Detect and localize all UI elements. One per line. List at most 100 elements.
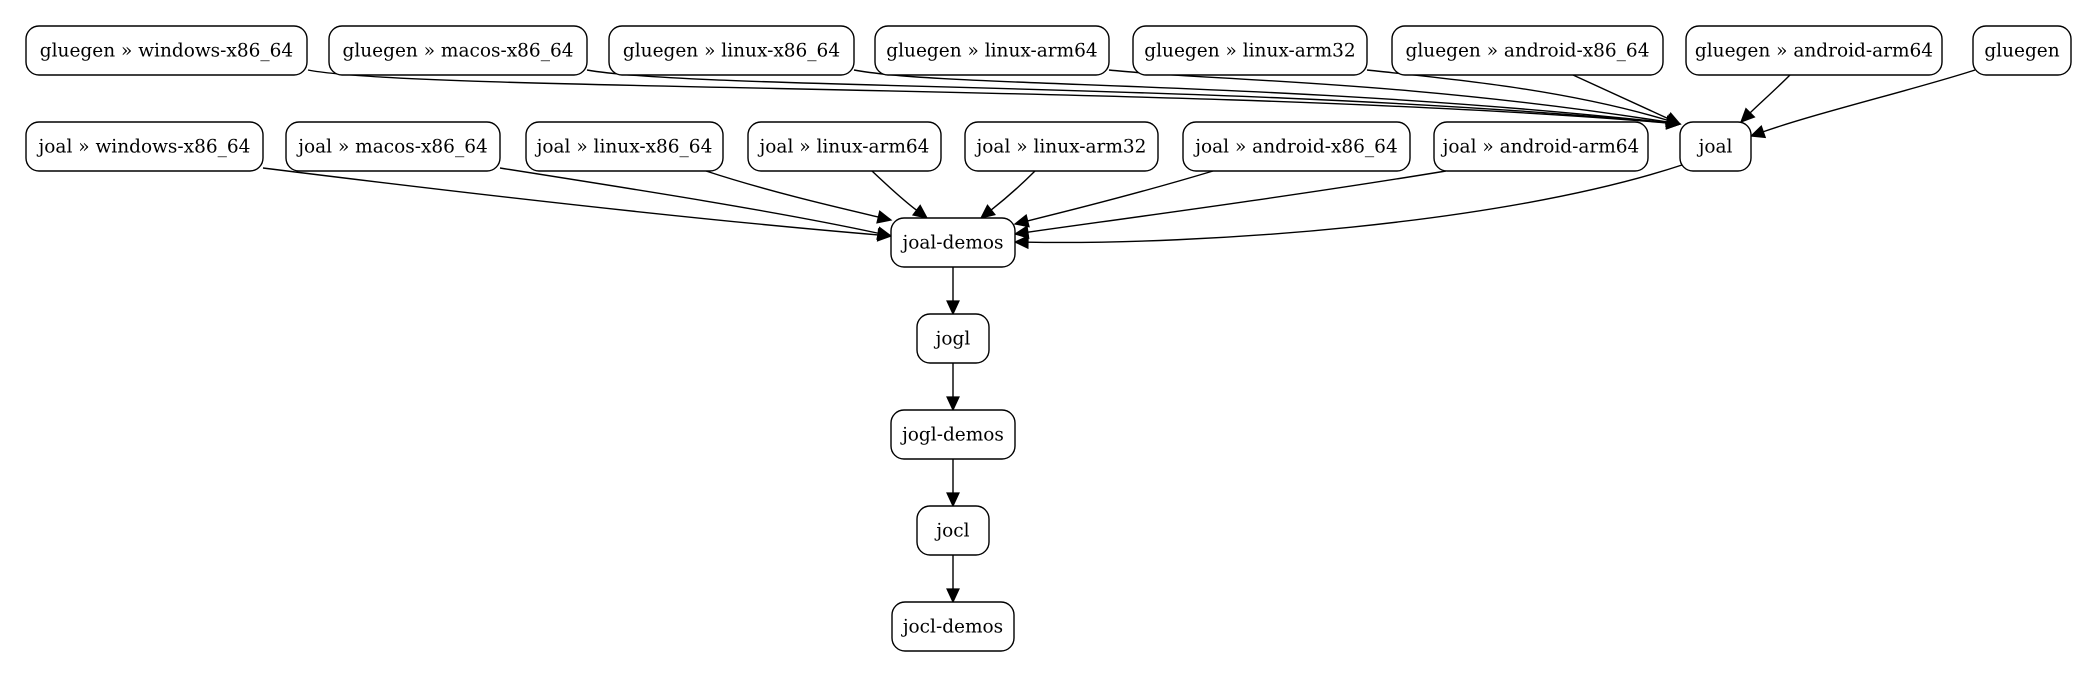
- edge-g_win-to-joal: [307, 69, 1682, 130]
- edge-line: [1749, 74, 1791, 114]
- edge-j_mac-to-joal_demos: [499, 167, 893, 240]
- node-box[interactable]: [891, 601, 1015, 652]
- node-box[interactable]: [1182, 121, 1411, 172]
- node-jogl-demos[interactable]: jogl-demos: [890, 409, 1016, 460]
- edge-line: [1027, 164, 1683, 244]
- edge-j_ax64-to-joal_demos: [1013, 170, 1214, 228]
- arrow-head-icon: [1013, 235, 1029, 250]
- node-box[interactable]: [1433, 121, 1649, 172]
- node-g-aa64[interactable]: gluegen » android-arm64: [1685, 25, 1943, 76]
- edge-j_la64-to-joal_demos: [871, 170, 929, 219]
- nodes-layer: gluegen » windows-x86_64 gluegen » macos-…: [25, 25, 2072, 652]
- arrow-head-icon: [1664, 112, 1682, 125]
- edge-line: [1572, 74, 1669, 120]
- node-box[interactable]: [890, 217, 1016, 268]
- node-label: joal: [1697, 137, 1733, 158]
- arrow-head-icon: [1013, 225, 1030, 239]
- edge-line: [990, 170, 1036, 211]
- node-box[interactable]: [1972, 25, 2072, 76]
- node-j-lx64[interactable]: joal » linux-x86_64: [525, 121, 724, 172]
- node-label: gluegen: [1984, 41, 2059, 62]
- node-label: joal » android-arm64: [1441, 137, 1640, 158]
- edge-g_ax64-to-joal: [1572, 74, 1682, 125]
- arrow-head-icon: [946, 492, 960, 508]
- node-box[interactable]: [747, 121, 942, 172]
- node-label: joal » windows-x86_64: [37, 137, 251, 158]
- node-label: joal » android-x86_64: [1193, 137, 1397, 158]
- node-g-win[interactable]: gluegen » windows-x86_64: [25, 25, 308, 76]
- node-box[interactable]: [964, 121, 1159, 172]
- edge-j_lx64-to-joal_demos: [705, 170, 893, 224]
- arrow-head-icon: [946, 588, 960, 604]
- edge-jogl_demos-to-jocl: [946, 458, 960, 508]
- node-label: gluegen » linux-x86_64: [623, 41, 840, 62]
- node-j-ax64[interactable]: joal » android-x86_64: [1182, 121, 1411, 172]
- node-box[interactable]: [874, 25, 1110, 76]
- node-box[interactable]: [328, 25, 588, 76]
- edge-jocl-to-jocl_demos: [946, 554, 960, 604]
- node-j-win[interactable]: joal » windows-x86_64: [25, 121, 264, 172]
- node-label: gluegen » android-x86_64: [1406, 41, 1650, 62]
- node-label: jocl: [934, 521, 969, 542]
- node-g-la64[interactable]: gluegen » linux-arm64: [874, 25, 1110, 76]
- edge-line: [586, 69, 1668, 124]
- edge-line: [307, 69, 1668, 124]
- node-j-la32[interactable]: joal » linux-arm32: [964, 121, 1159, 172]
- node-j-la64[interactable]: joal » linux-arm64: [747, 121, 942, 172]
- node-box[interactable]: [916, 313, 990, 364]
- node-box[interactable]: [25, 25, 308, 76]
- node-box[interactable]: [916, 505, 990, 556]
- node-jocl-demos[interactable]: jocl-demos: [891, 601, 1015, 652]
- node-box[interactable]: [608, 25, 855, 76]
- node-j-aa64[interactable]: joal » android-arm64: [1433, 121, 1649, 172]
- node-g-ax64[interactable]: gluegen » android-x86_64: [1391, 25, 1664, 76]
- arrow-head-icon: [876, 226, 893, 240]
- arrow-head-icon: [979, 204, 996, 219]
- node-gluegen[interactable]: gluegen: [1972, 25, 2072, 76]
- node-label: jogl-demos: [900, 425, 1004, 446]
- node-g-la32[interactable]: gluegen » linux-arm32: [1132, 25, 1368, 76]
- node-label: joal » macos-x86_64: [296, 137, 487, 158]
- arrow-head-icon: [1013, 214, 1030, 228]
- edge-j_la32-to-joal_demos: [979, 170, 1036, 219]
- edge-line: [853, 69, 1668, 124]
- arrow-head-icon: [876, 210, 893, 224]
- node-label: gluegen » android-arm64: [1695, 41, 1933, 62]
- arrow-head-icon: [911, 204, 929, 219]
- node-joal[interactable]: joal: [1679, 121, 1752, 172]
- node-label: jocl-demos: [901, 617, 1003, 638]
- node-box[interactable]: [1685, 25, 1943, 76]
- edge-g_mac-to-joal: [586, 69, 1682, 130]
- node-g-lx64[interactable]: gluegen » linux-x86_64: [608, 25, 855, 76]
- edge-line: [499, 167, 879, 234]
- edge-j_win-to-joal_demos: [262, 167, 893, 242]
- edge-line: [262, 167, 879, 236]
- arrow-head-icon: [946, 396, 960, 412]
- node-label: gluegen » macos-x86_64: [343, 41, 574, 62]
- edge-jogl-to-jogl_demos: [946, 362, 960, 412]
- node-label: joal » linux-arm32: [975, 137, 1147, 158]
- node-box[interactable]: [1132, 25, 1368, 76]
- arrow-head-icon: [1749, 124, 1767, 139]
- node-joal-demos[interactable]: joal-demos: [890, 217, 1016, 268]
- edge-line: [1027, 170, 1214, 222]
- node-label: joal » linux-x86_64: [535, 137, 713, 158]
- node-jogl[interactable]: jogl: [916, 313, 990, 364]
- node-box[interactable]: [285, 121, 501, 172]
- node-label: gluegen » windows-x86_64: [40, 41, 293, 62]
- node-j-mac[interactable]: joal » macos-x86_64: [285, 121, 501, 172]
- node-box[interactable]: [25, 121, 264, 172]
- node-label: joal-demos: [900, 233, 1003, 254]
- node-jocl[interactable]: jocl: [916, 505, 990, 556]
- edge-joal_demos-to-jogl: [946, 266, 960, 316]
- edge-g_lx64-to-joal: [853, 69, 1682, 130]
- node-box[interactable]: [890, 409, 1016, 460]
- node-box[interactable]: [525, 121, 724, 172]
- node-g-mac[interactable]: gluegen » macos-x86_64: [328, 25, 588, 76]
- edge-joal-to-joal_demos: [1013, 164, 1683, 250]
- edge-j_aa64-to-joal_demos: [1013, 170, 1447, 239]
- node-box[interactable]: [1391, 25, 1664, 76]
- node-label: gluegen » linux-arm64: [886, 41, 1097, 62]
- node-box[interactable]: [1679, 121, 1752, 172]
